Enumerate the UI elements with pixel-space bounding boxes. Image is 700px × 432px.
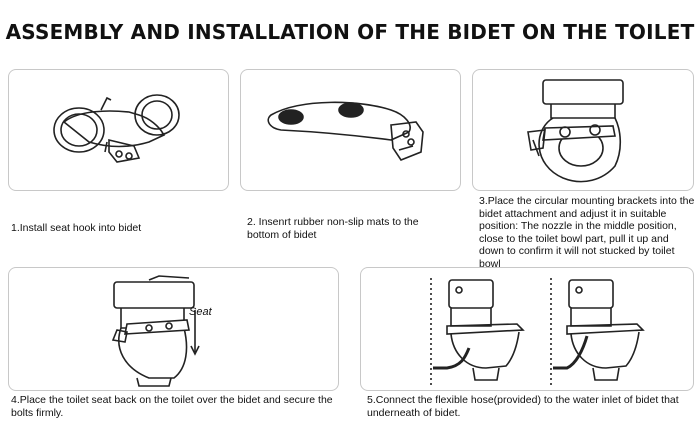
hose-connection-illustration: [430, 278, 645, 386]
step-5-panel: 5.Connect the flexible hose(provided) to…: [360, 267, 694, 419]
seat-hook-illustration: [53, 94, 180, 163]
seat-label: Seat: [189, 306, 212, 318]
step-2-caption: 2. Insenrt rubber non-slip mats to the b…: [247, 216, 419, 241]
toilet-seat-illustration: [111, 275, 200, 387]
step-1-panel: 1.Install seat hook into bidet: [8, 69, 229, 234]
non-slip-mats-illustration: [267, 101, 424, 161]
step-1-caption: 1.Install seat hook into bidet: [11, 222, 142, 234]
step-3-caption: 3.Place the circular mounting brackets i…: [479, 195, 695, 270]
page-title: ASSEMBLY AND INSTALLATION OF THE BIDET O…: [5, 20, 695, 44]
step-2-panel: 2. Insenrt rubber non-slip mats to the b…: [240, 69, 461, 241]
step-4-panel: Seat 4.Place the toilet seat back on the…: [8, 267, 339, 419]
mounting-brackets-illustration: [527, 79, 624, 183]
step-5-caption: 5.Connect the flexible hose(provided) to…: [367, 394, 679, 419]
step-4-caption: 4.Place the toilet seat back on the toil…: [11, 394, 333, 419]
step-3-panel: 3.Place the circular mounting brackets i…: [472, 69, 694, 270]
